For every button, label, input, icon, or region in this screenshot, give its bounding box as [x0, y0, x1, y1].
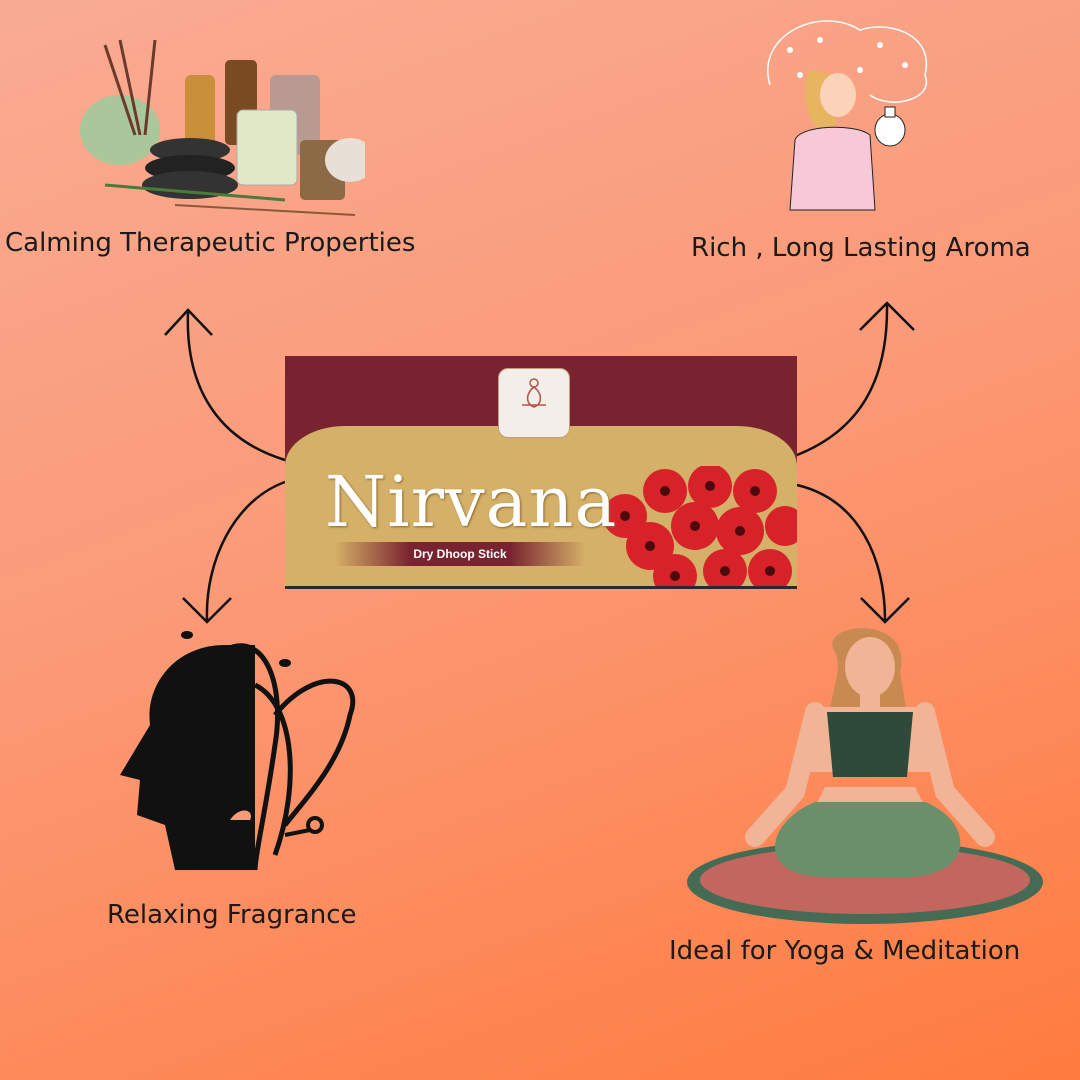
arrowhead [164, 308, 213, 336]
spa-items-illustration [80, 39, 365, 216]
meditating-woman-illustration [687, 628, 1043, 924]
head-silhouette-icon [120, 631, 356, 871]
arrowhead [859, 301, 915, 331]
product-name: Nirvana [325, 461, 618, 543]
arrow-to-aroma [796, 304, 889, 457]
arrowhead [860, 597, 910, 624]
product-subtitle: Dry Dhoop Stick [335, 542, 585, 566]
arrow-to-yoga [796, 483, 887, 621]
arrow-to-relaxing [205, 480, 286, 621]
arrow-to-calming [186, 311, 286, 462]
red-gerbera-flowers [595, 464, 797, 586]
feature-calming: Calming Therapeutic Properties [5, 228, 416, 258]
feature-relaxing: Relaxing Fragrance [107, 900, 357, 930]
brand-logo [498, 368, 570, 438]
woman-smelling-aroma-illustration [767, 20, 928, 211]
arrowhead [182, 597, 232, 624]
product-box-image: Nirvana Dry Dhoop Stick [285, 356, 797, 586]
feature-aroma: Rich , Long Lasting Aroma [691, 233, 1031, 263]
feature-yoga: Ideal for Yoga & Meditation [669, 936, 1021, 966]
